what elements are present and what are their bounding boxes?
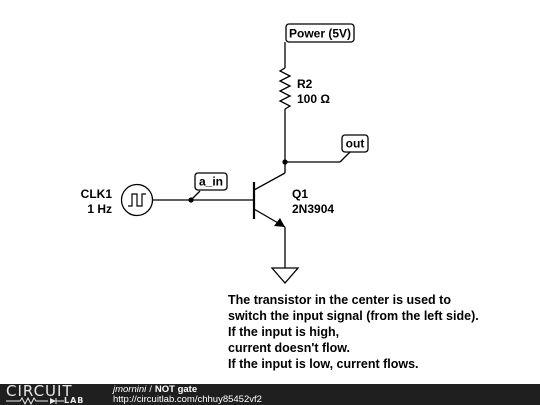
junction-dot-output [282,159,288,165]
junction-dot-input [188,197,194,203]
circuitlab-logo[interactable]: CIRCUIT LAB [6,382,96,405]
ground-icon [270,267,300,284]
schematic-diagram: Power (5V) out a_in R2 100 Ω CLK1 1 Hz Q… [81,23,369,284]
footer-bar: CIRCUIT LAB jmornini/NOT gate http://cir… [0,382,540,405]
circuit-title[interactable]: NOT gate [154,384,198,395]
input-tag: a_in [194,172,228,191]
wire-output-leader [339,151,351,163]
clock-name-label: CLK1 [81,187,113,201]
square-wave-icon [128,193,146,207]
note-line: If the input is low, current flows. [228,357,419,371]
logo-lab-text: LAB [64,396,85,405]
note-line: current doesn't flow. [228,341,350,355]
resistor-r2 [278,67,292,110]
byline: jmornini/NOT gate [113,385,197,395]
output-tag: out [341,134,369,153]
resistor-name-label: R2 [297,77,313,91]
transistor-collector [253,172,286,191]
logo-wave-icon [6,397,64,405]
input-tag-label: a_in [199,175,223,189]
logo-circuit-text: CIRCUIT [6,382,73,400]
transistor-name-label: Q1 [292,187,308,201]
resistor-value-label: 100 Ω [297,92,330,106]
clock-freq-label: 1 Hz [87,202,112,216]
power-tag-label: Power (5V) [289,27,351,41]
circuit-url-link[interactable]: http://circuitlab.com/chhuy85452vf2 [113,394,262,405]
wires [120,42,351,284]
byline-separator: / [149,384,152,395]
transistor-part-label: 2N3904 [292,202,334,216]
description-note: The transistor in the center is used to … [228,292,528,372]
note-line: The transistor in the center is used to [228,293,451,307]
author-link[interactable]: jmornini [113,384,147,395]
output-tag-label: out [346,137,365,151]
note-line: If the input is high, [228,325,340,339]
note-line: switch the input signal (from the left s… [228,309,479,323]
clock-source-icon [120,183,154,217]
power-tag: Power (5V) [285,23,355,43]
emitter-arrow-icon [274,218,285,227]
